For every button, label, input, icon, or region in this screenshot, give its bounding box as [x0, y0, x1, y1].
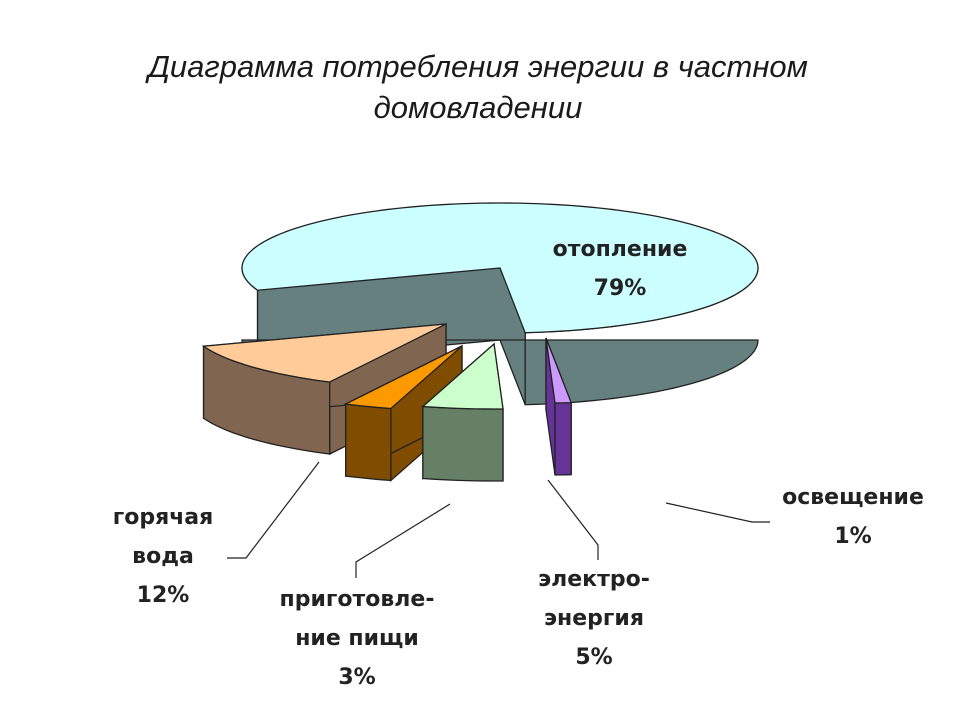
slice-label-lighting-line-0: освещение [782, 485, 924, 510]
leader-line-electricity [547, 479, 599, 560]
pie-slice-heating-top [241, 202, 759, 334]
pie-slice-cooking-top [343, 345, 463, 410]
pie-slice-cooking [343, 344, 463, 482]
slice-label-cooking-line-1: ние пищи [295, 626, 419, 651]
pie-slice-electricity-top [421, 342, 504, 410]
pie-slice-lighting-top [545, 337, 573, 404]
leader-line-cooking [355, 503, 451, 578]
slice-label-hot-water: горячая вода 12% [113, 505, 214, 608]
pie-slice-cooking-wall [345, 403, 392, 482]
slice-label-cooking-line-2: 3% [338, 665, 375, 690]
slice-label-hot-water-line-2: 12% [137, 583, 190, 608]
slice-label-electricity-line-0: электро- [538, 567, 650, 592]
slice-label-heating-line-0: отопление [553, 237, 688, 262]
leader-line-hot-water [227, 461, 320, 559]
slice-label-cooking-line-0: приготовле- [280, 587, 435, 612]
pie-slice-hot-water-top [201, 323, 447, 383]
pie-slice-lighting [545, 337, 573, 476]
chart-title-line-1: Диаграмма потребления энергии в частном [145, 49, 808, 84]
slice-label-hot-water-line-1: вода [132, 544, 194, 569]
slice-label-lighting: освещение 1% [782, 485, 924, 549]
slice-label-heating: отопление 79% [553, 237, 688, 301]
slice-label-electricity: электро-энергия 5% [538, 567, 650, 670]
slice-label-cooking: приготовле-ние пищи 3% [280, 587, 435, 690]
chart-title: Диаграмма потребления энергии в частном … [145, 49, 808, 125]
slice-label-lighting-line-1: 1% [834, 524, 871, 549]
leader-line-lighting [665, 502, 770, 523]
pie-slice-lighting-wall [554, 402, 572, 476]
slice-label-electricity-line-1: энергия [544, 606, 644, 631]
slice-label-electricity-line-2: 5% [575, 645, 612, 670]
pie-slice-electricity [421, 342, 504, 482]
pie-3d [201, 202, 759, 482]
slice-label-hot-water-line-0: горячая [113, 505, 214, 530]
pie-slice-electricity-wall [422, 405, 504, 482]
slice-label-heating-line-1: 79% [594, 276, 647, 301]
chart-title-line-2: домовладении [374, 90, 583, 125]
slice-labels: отопление 79% освещение 1% электро-энергия 5%… [113, 237, 924, 690]
